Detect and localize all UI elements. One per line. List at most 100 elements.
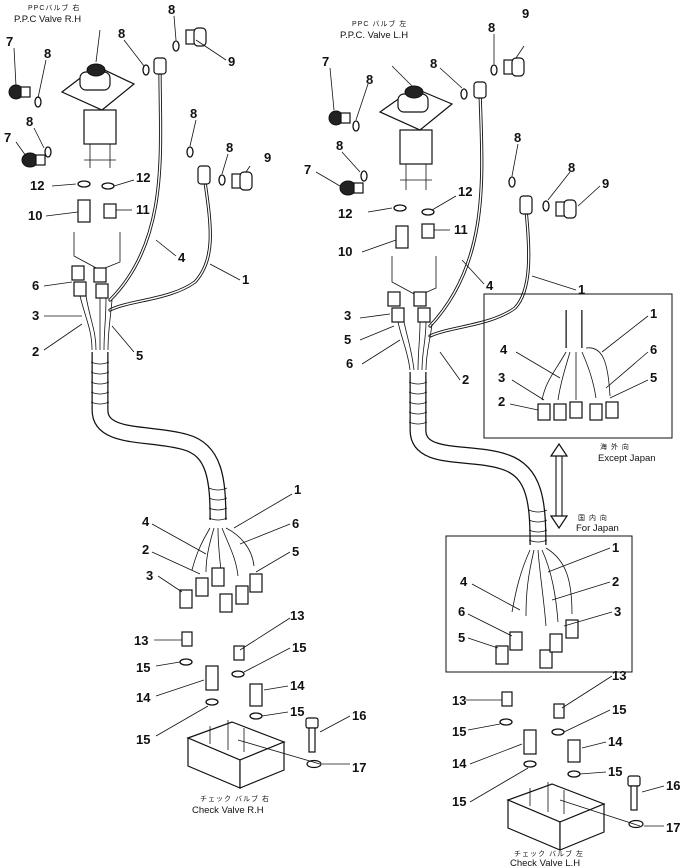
callout-8: 8: [168, 2, 175, 17]
check-valve-rh: [186, 720, 286, 789]
o-ring-8: [508, 176, 516, 188]
callout-2: 2: [142, 542, 149, 557]
o-ring-8: [352, 120, 360, 132]
o-ring-15: [523, 760, 537, 768]
adapter-13: [501, 691, 513, 707]
callout-5: 5: [292, 544, 299, 559]
callout-1: 1: [650, 306, 657, 321]
bolt-16: [627, 775, 641, 787]
callout-2: 2: [498, 394, 505, 409]
adapter-10: [77, 199, 91, 223]
callout-8: 8: [366, 72, 373, 87]
plug-9-a: [185, 27, 207, 47]
hose-fittings-lower-right: [495, 619, 579, 669]
valve-caption-left-jp: PPCバルブ 右: [28, 3, 80, 12]
adapter-14: [249, 683, 263, 707]
callout-9: 9: [522, 6, 529, 21]
plug-7-c: [328, 110, 351, 126]
callout-8: 8: [430, 56, 437, 71]
hose-fittings-lower-left: [179, 567, 263, 613]
washer-17: [628, 819, 644, 829]
callout-1: 1: [242, 272, 249, 287]
callout-16: 16: [352, 708, 366, 723]
callout-14: 14: [290, 678, 305, 693]
adapter-14: [567, 739, 581, 763]
callout-17: 17: [666, 820, 680, 835]
inset-except-japan-contents: [537, 310, 619, 421]
plug-9-d: [555, 199, 577, 219]
o-ring-15: [499, 718, 513, 726]
callout-9: 9: [228, 54, 235, 69]
adapter-14: [523, 729, 537, 755]
check-caption-left-jp: チェック バルブ 右: [200, 794, 270, 803]
callout-8: 8: [568, 160, 575, 175]
callout-12: 12: [30, 178, 44, 193]
o-ring-15: [249, 712, 263, 720]
callout-13: 13: [612, 668, 626, 683]
callout-3: 3: [146, 568, 153, 583]
callout-15: 15: [290, 704, 304, 719]
plug-7-b: [21, 152, 46, 168]
callout-6: 6: [346, 356, 353, 371]
elbow-11: [103, 203, 117, 219]
o-ring-8: [186, 146, 194, 158]
ppc-valve-rh: [60, 63, 136, 168]
inset-except-japan-jp: 海 外 向: [600, 442, 630, 451]
callout-5: 5: [650, 370, 657, 385]
callout-14: 14: [452, 756, 467, 771]
leader-lines-right: [315, 34, 665, 827]
callout-8: 8: [226, 140, 233, 155]
callout-15: 15: [608, 764, 622, 779]
o-ring-15: [551, 728, 565, 736]
callout-2: 2: [462, 372, 469, 387]
o-ring-8: [218, 174, 226, 186]
callout-1: 1: [612, 540, 619, 555]
tube-bands-left: [90, 361, 228, 521]
bolt-16: [305, 717, 319, 729]
callout-8: 8: [118, 26, 125, 41]
callout-6: 6: [32, 278, 39, 293]
valve-caption-right-en: P.P.C. Valve L.H: [340, 30, 408, 41]
callout-16: 16: [666, 778, 680, 793]
callout-13: 13: [134, 633, 148, 648]
inset-japan-jp: 国 内 向: [578, 513, 608, 522]
callouts-left: 7 8 8 7 8 8 9 8 8 9 12 12 10 11 4 1 6 3 …: [4, 2, 366, 775]
leader-lines-left: [13, 15, 351, 765]
callout-13: 13: [452, 693, 466, 708]
callout-9: 9: [602, 176, 609, 191]
callout-10: 10: [28, 208, 42, 223]
adapter-13: [233, 645, 245, 661]
callout-15: 15: [136, 732, 150, 747]
callout-3: 3: [614, 604, 621, 619]
check-caption-right-jp: チェック バルブ 左: [514, 849, 584, 858]
callout-15: 15: [452, 794, 466, 809]
left-assembly: 7 8 8 7 8 8 9 8 8 9 12 12 10 11 4 1 6 3 …: [4, 2, 366, 816]
callout-11: 11: [454, 222, 468, 237]
check-valve-lh: [506, 782, 606, 851]
callout-8: 8: [190, 106, 197, 121]
o-ring-8: [44, 146, 52, 158]
callout-3: 3: [498, 370, 505, 385]
callouts-right: 7 8 8 7 8 8 9 8 8 9 12 12 10 11 4 1 3 5 …: [304, 6, 680, 835]
callout-15: 15: [612, 702, 626, 717]
callout-1: 1: [294, 482, 301, 497]
callout-15: 15: [452, 724, 466, 739]
bolt-16: [630, 785, 638, 811]
o-ring-15: [179, 658, 193, 666]
o-ring-12: [393, 204, 407, 212]
inset-except-japan-en: Except Japan: [598, 453, 656, 464]
o-ring-8: [172, 40, 180, 52]
callout-3: 3: [32, 308, 39, 323]
callout-8: 8: [488, 20, 495, 35]
callout-8: 8: [336, 138, 343, 153]
o-ring-8: [142, 64, 150, 76]
callout-7: 7: [304, 162, 311, 177]
adapter-13: [553, 703, 565, 719]
callout-5: 5: [136, 348, 143, 363]
plug-9-c: [503, 57, 525, 77]
callout-9: 9: [264, 150, 271, 165]
plug-7-d: [339, 180, 364, 196]
hose-fittings-upper-left: [71, 265, 109, 299]
adapter-10: [395, 225, 409, 249]
